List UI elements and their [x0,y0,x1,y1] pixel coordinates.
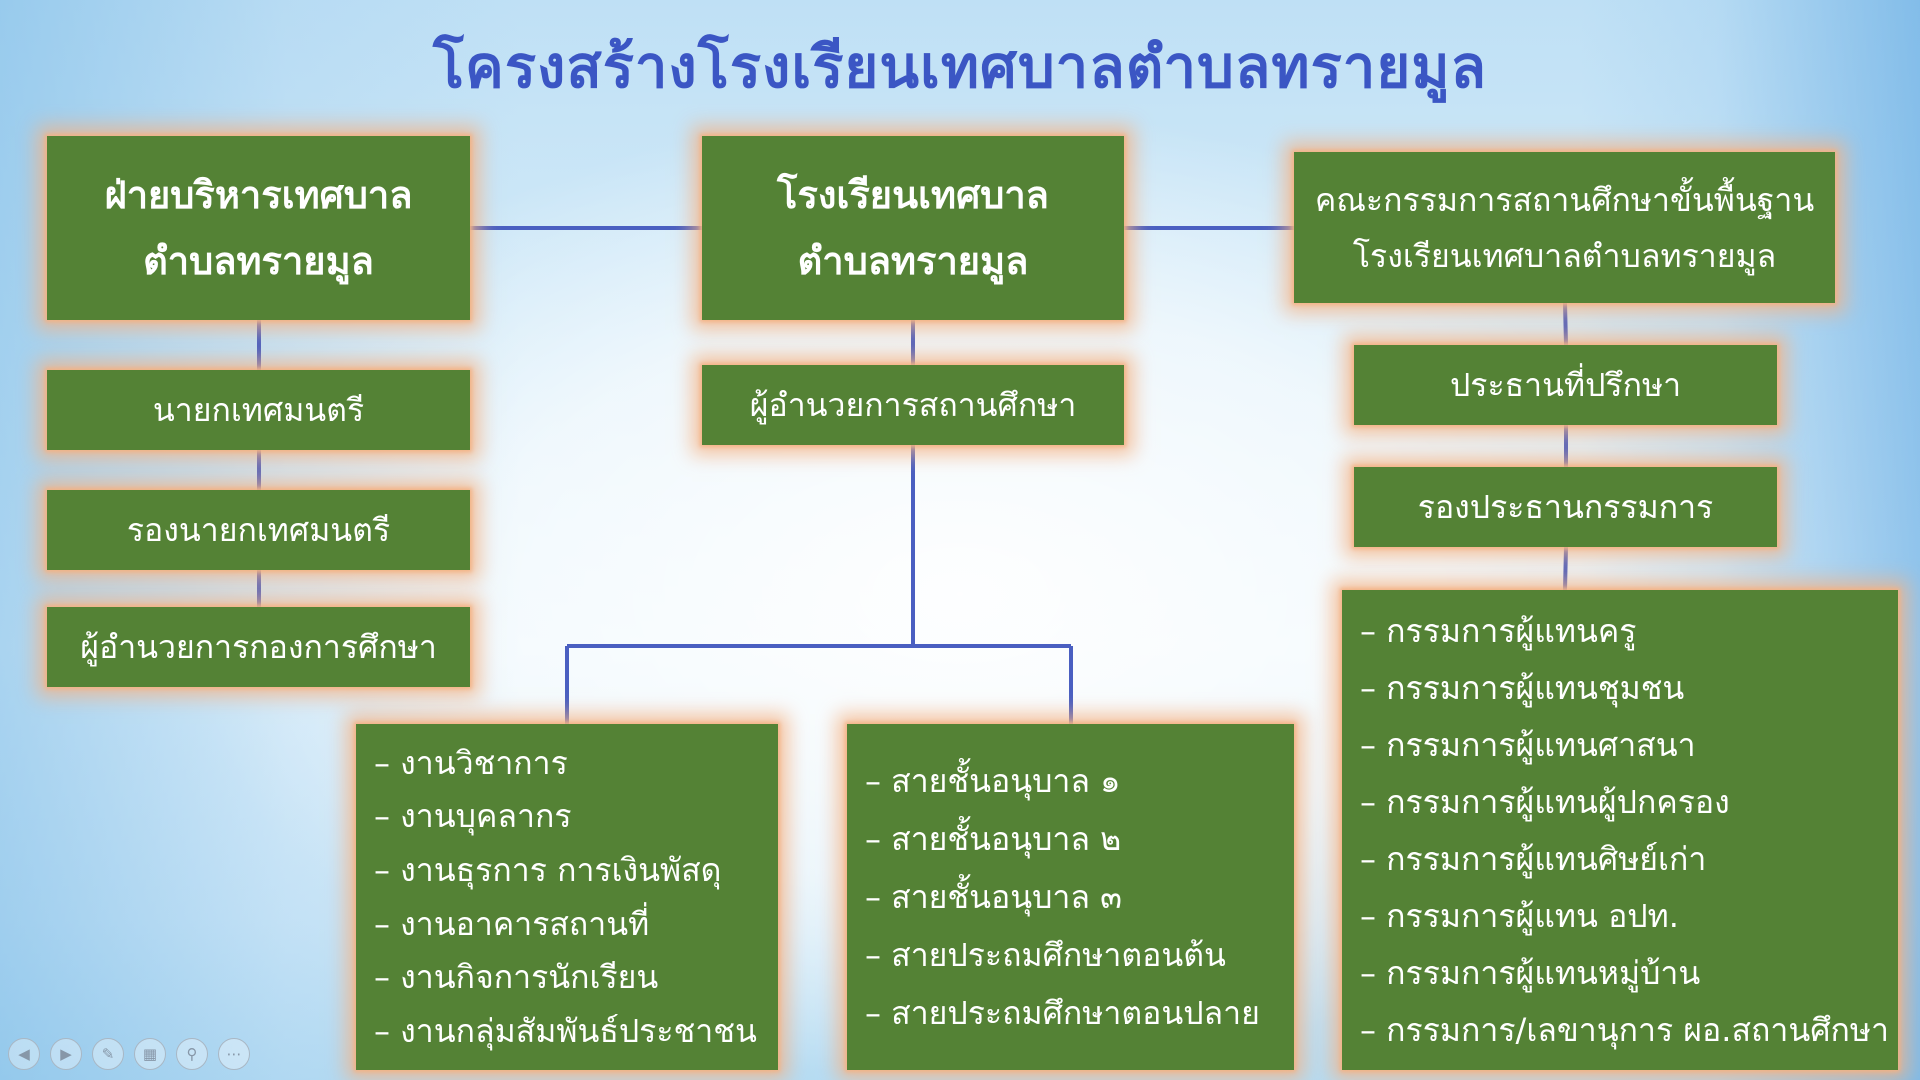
school-director-box: ผู้อำนวยการสถานศึกษา [702,365,1124,445]
connector-vice-to-members [1563,546,1568,591]
education-director-label: ผู้อำนวยการกองการศึกษา [80,627,437,666]
vice-chair-label: รองประธานกรรมการ [1417,487,1714,526]
level-list-box: – สายชั้นอนุบาล ๑ – สายชั้นอนุบาล ๒ – สา… [847,724,1294,1070]
slides-icon[interactable]: ▦ [134,1038,166,1070]
deputy-mayor-label: รองนายกเทศมนตรี [126,510,391,549]
next-icon[interactable]: ▶ [50,1038,82,1070]
list-item: – งานกลุ่มสัมพันธ์ประชาชน [374,1012,757,1051]
school-director-label: ผู้อำนวยการสถานศึกษา [749,385,1077,424]
committee-head-line2: โรงเรียนเทศบาลตำบลทรายมูล [1352,236,1777,275]
admin-head-box: ฝ่ายบริหารเทศบาล ตำบลทรายมูล [47,136,470,320]
chair-box: ประธานที่ปรึกษา [1354,345,1777,425]
list-item: – งานวิชาการ [374,743,568,782]
list-item: – สายประถมศึกษาตอนต้น [865,936,1226,974]
connector-right-head-to-chair [1563,302,1568,346]
committee-head-box: คณะกรรมการสถานศึกษาขั้นพื้นฐาน โรงเรียนเ… [1294,152,1835,303]
education-director-box: ผู้อำนวยการกองการศึกษา [47,607,470,687]
list-item: – งานกิจการนักเรียน [374,958,659,997]
list-item: – สายชั้นอนุบาล ๑ [865,762,1121,800]
list-item: – กรรมการ/เลขานุการ ผอ.สถานศึกษา [1360,1010,1889,1049]
vice-chair-box: รองประธานกรรมการ [1354,467,1777,547]
prev-icon[interactable]: ◀ [8,1038,40,1070]
school-head-box: โรงเรียนเทศบาล ตำบลทรายมูล [702,136,1124,320]
slideshow-controls: ◀ ▶ ✎ ▦ ⚲ ⋯ [8,1038,250,1070]
more-icon[interactable]: ⋯ [218,1038,250,1070]
list-item: – กรรมการผู้แทนหมู่บ้าน [1360,953,1701,992]
list-item: – สายชั้นอนุบาล ๓ [865,878,1123,916]
zoom-icon[interactable]: ⚲ [176,1038,208,1070]
school-head-line2: ตำบลทรายมูล [797,239,1029,283]
deputy-mayor-box: รองนายกเทศมนตรี [47,490,470,570]
list-item: – สายประถมศึกษาตอนปลาย [865,994,1260,1032]
list-item: – กรรมการผู้แทนผู้ปกครอง [1360,782,1730,821]
list-item: – กรรมการผู้แทนครู [1360,611,1637,650]
page-title: โครงสร้างโรงเรียนเทศบาลตำบลทรายมูล [432,33,1488,101]
list-item: – งานธุรการ การเงินพัสดุ [374,851,722,890]
list-item: – กรรมการผู้แทนชุมชน [1360,668,1685,707]
list-item: – งานบุคลากร [374,797,572,836]
list-item: – สายชั้นอนุบาล ๒ [865,820,1122,858]
chair-label: ประธานที่ปรึกษา [1449,365,1682,404]
pen-icon[interactable]: ✎ [92,1038,124,1070]
admin-head-line2: ตำบลทรายมูล [143,239,374,283]
admin-head-line1: ฝ่ายบริหารเทศบาล [104,173,413,217]
list-item: – กรรมการผู้แทนศาสนา [1360,725,1696,764]
school-head-line1: โรงเรียนเทศบาล [777,173,1049,217]
committee-head-line1: คณะกรรมการสถานศึกษาขั้นพื้นฐาน [1314,180,1815,219]
list-item: – กรรมการผู้แทนศิษย์เก่า [1360,839,1707,878]
list-item: – กรรมการผู้แทน อปท. [1360,896,1679,935]
mayor-label: นายกเทศมนตรี [152,390,365,429]
committee-members-box: – กรรมการผู้แทนครู – กรรมการผู้แทนชุมชน … [1342,590,1898,1070]
mayor-box: นายกเทศมนตรี [47,370,470,450]
work-list-box: – งานวิชาการ – งานบุคลากร – งานธุรการ กา… [356,724,778,1070]
list-item: – งานอาคารสถานที่ [374,904,650,943]
